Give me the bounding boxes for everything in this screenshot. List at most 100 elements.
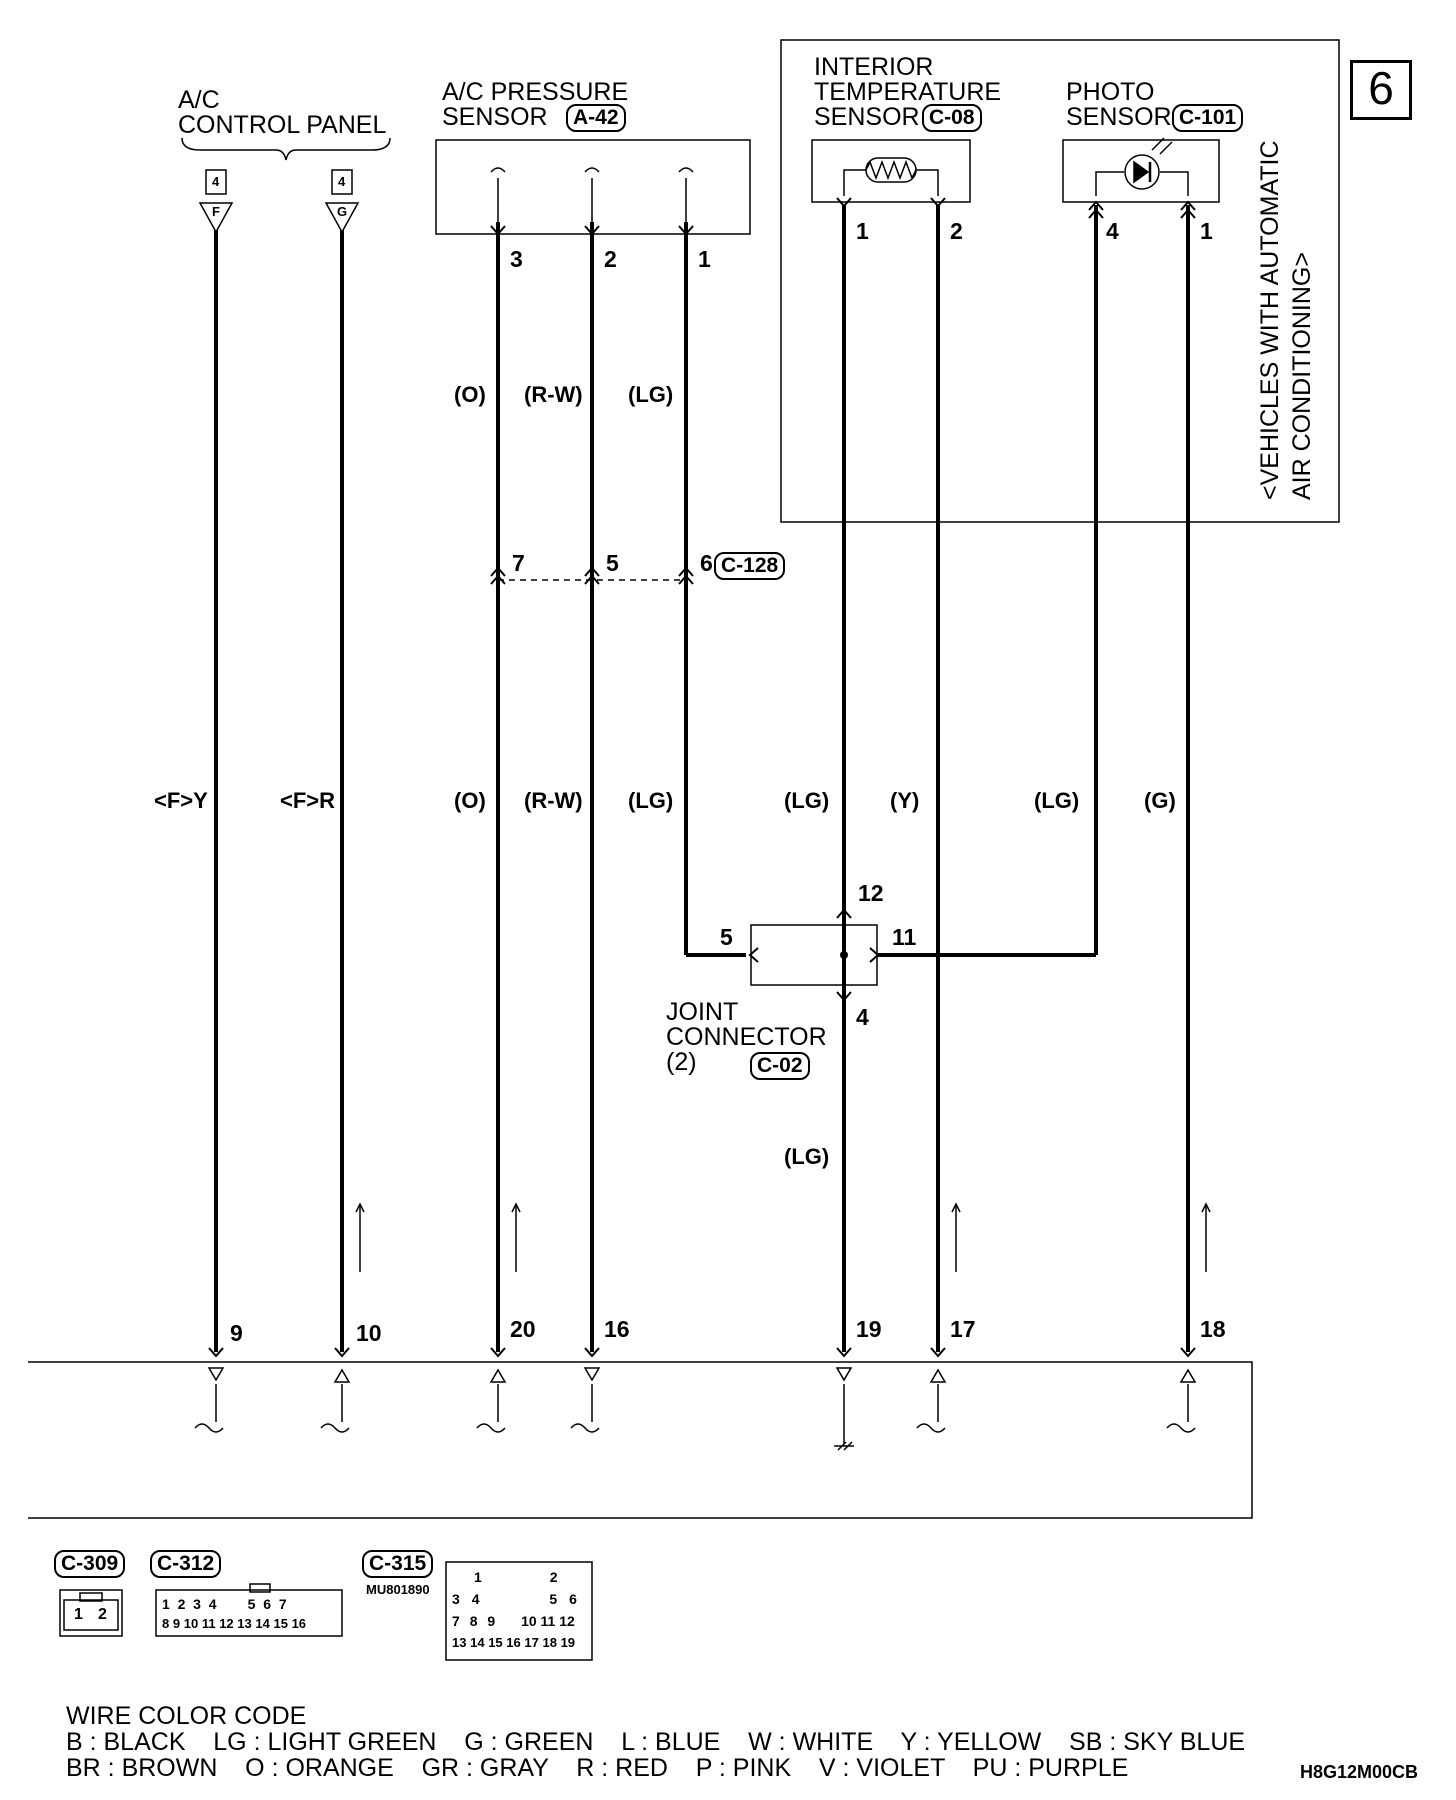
c315-pin: 17 [524, 1635, 539, 1650]
joint-pin-12: 12 [858, 880, 884, 906]
ecu-pin-16: 16 [604, 1316, 630, 1342]
wire-color-mid-7: (Y) [890, 788, 920, 813]
joint-connector-id: C-02 [750, 1052, 810, 1080]
c315-pin: 1 [474, 1569, 482, 1585]
diagram-code: H8G12M00CB [1300, 1762, 1419, 1782]
c312-pin: 4 [208, 1596, 217, 1612]
c315-pin: 15 [488, 1635, 503, 1650]
ecu-pin-18: 18 [1200, 1316, 1226, 1342]
c315-pin: 9 [487, 1613, 496, 1629]
c312-pin: 13 [237, 1616, 252, 1631]
c315-pin: 5 [549, 1591, 558, 1607]
c315-pin: 18 [542, 1635, 557, 1650]
wire-color-lower: (LG) [784, 1144, 830, 1169]
c315-row: 7 8 9 10 11 12 [452, 1610, 590, 1632]
wire-color-upper-1: (O) [454, 382, 486, 407]
sheet-number: 6 [1350, 60, 1412, 120]
c312-pin: 6 [263, 1596, 272, 1612]
ecu-pin-9: 9 [230, 1320, 243, 1346]
c315-pin: 7 [452, 1613, 460, 1629]
photo-sensor-label: PHOTO SENSOR [1066, 78, 1172, 131]
intermediate-pin-7: 7 [512, 550, 525, 576]
c312-pin: 11 [201, 1616, 216, 1631]
panel-terminal-g-num: 4 [338, 174, 346, 189]
c315-pin: 6 [569, 1591, 577, 1607]
c315-pin: 3 [452, 1591, 460, 1607]
c315-pin: 11 [540, 1613, 556, 1629]
joint-connector-label: JOINT CONNECTOR (2) [666, 998, 827, 1076]
wire-color-mid-3: (O) [454, 788, 486, 813]
wire-color-upper-3: (LG) [628, 382, 674, 407]
c312-pin: 9 [172, 1616, 181, 1631]
interior-temp-sensor-connector: C-08 [922, 104, 982, 132]
c315-pin: 4 [471, 1591, 480, 1607]
wire-color-mid-9: (G) [1144, 788, 1176, 813]
ecu-pin-20: 20 [510, 1316, 536, 1342]
wire-color-mid-2: <F>R [280, 788, 336, 813]
c315-pin: 16 [506, 1635, 521, 1650]
ecu-pin-19: 19 [856, 1316, 882, 1342]
intermediate-connector-id: C-128 [714, 552, 786, 580]
intermediate-pin-6: 6 [700, 550, 713, 576]
c315-pin: 2 [549, 1569, 558, 1585]
pressure-pin-2: 2 [604, 246, 617, 272]
c312-pin: 12 [219, 1616, 234, 1631]
interior-pin-1: 1 [856, 218, 869, 244]
ac-control-panel-label: A/C CONTROL PANEL [178, 86, 387, 139]
ac-pressure-sensor-connector: A-42 [566, 104, 626, 132]
c315-pin: 12 [559, 1613, 575, 1629]
photo-sensor-connector: C-101 [1172, 104, 1244, 132]
c312-pin-row1: 1 2 3 4 5 6 7 [162, 1596, 287, 1612]
legend-line-2: BR : BROWN O : ORANGE GR : GRAY R : RED … [66, 1754, 1129, 1782]
c312-pin: 3 [193, 1596, 201, 1612]
c315-row: 13 14 15 16 17 18 19 [452, 1632, 590, 1654]
c312-pin: 1 [162, 1596, 170, 1612]
c312-pin: 5 [247, 1596, 256, 1612]
intermediate-pin-5: 5 [606, 550, 619, 576]
c315-pin: 8 [469, 1613, 478, 1629]
auto-ac-note: <VEHICLES WITH AUTOMATIC AIR CONDITIONIN… [1256, 140, 1316, 500]
c312-pin: 10 [183, 1616, 199, 1631]
c315-pin: 19 [560, 1635, 576, 1650]
panel-terminal-f-letter: F [212, 204, 220, 219]
c315-pin-grid: 1 2 3 4 5 6 7 8 9 10 11 12 13 14 15 16 1… [452, 1566, 590, 1654]
wire-color-mid-4: (R-W) [524, 788, 583, 813]
connector-c309-label: C-309 [54, 1550, 126, 1578]
c315-row: 1 2 [452, 1566, 590, 1588]
connector-c315-label: C-315 [362, 1550, 434, 1578]
photo-pin-4: 4 [1106, 218, 1119, 244]
interior-pin-2: 2 [950, 218, 963, 244]
wire-color-mid-8: (LG) [1034, 788, 1080, 813]
c309-pin-1: 1 [74, 1606, 83, 1623]
wire-color-mid-6: (LG) [784, 788, 830, 813]
ecu-pin-17: 17 [950, 1316, 976, 1342]
legend-line-1: B : BLACK LG : LIGHT GREEN G : GREEN L :… [66, 1728, 1246, 1756]
c309-pin-2: 2 [98, 1606, 107, 1623]
c315-pin: 10 [521, 1613, 537, 1629]
pressure-pin-3: 3 [510, 246, 523, 272]
c312-pin: 2 [177, 1596, 186, 1612]
ecu-pin-10: 10 [356, 1320, 382, 1346]
c312-pin: 14 [255, 1616, 270, 1631]
photo-pin-1: 1 [1200, 218, 1213, 244]
joint-pin-5: 5 [720, 924, 733, 950]
c312-pin: 16 [291, 1616, 307, 1631]
panel-terminal-g-letter: G [337, 204, 348, 219]
c312-pin-row2: 8 9 10 11 12 13 14 15 16 [162, 1616, 306, 1631]
legend-title: WIRE COLOR CODE [66, 1702, 307, 1730]
joint-pin-11: 11 [892, 924, 917, 950]
c315-part-number: MU801890 [366, 1582, 430, 1597]
c315-pin: 14 [470, 1635, 485, 1650]
c315-row: 3 4 5 6 [452, 1588, 590, 1610]
c312-pin: 15 [273, 1616, 288, 1631]
c312-pin: 7 [278, 1596, 287, 1612]
ac-pressure-sensor-label: A/C PRESSURE SENSOR [442, 78, 629, 131]
interior-temp-sensor-label: INTERIOR TEMPERATURE SENSOR [814, 53, 1002, 131]
c315-pin: 13 [452, 1635, 467, 1650]
wire-color-mid-5: (LG) [628, 788, 674, 813]
pressure-pin-1: 1 [698, 246, 711, 272]
connector-c312-label: C-312 [150, 1550, 222, 1578]
c312-pin: 8 [162, 1616, 170, 1631]
